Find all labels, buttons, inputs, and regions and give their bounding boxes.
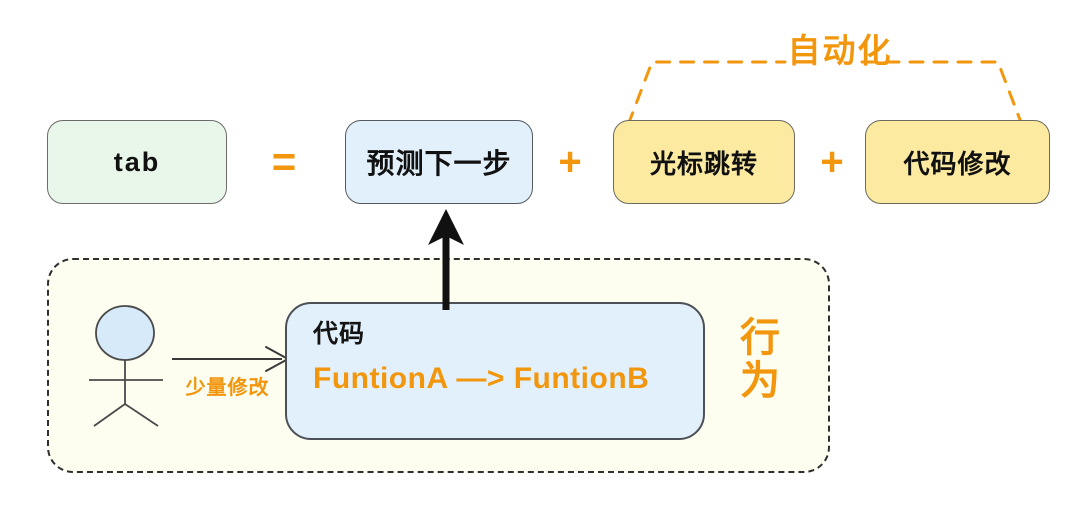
plus-operator-2: +: [820, 140, 844, 184]
behaviour-char-2: 为: [740, 359, 780, 403]
upward-arrow-icon: [428, 209, 464, 310]
automation-bracket-icon: [626, 60, 1024, 127]
modify-arrow-label: 少量修改: [185, 376, 270, 399]
box-predict-next-step[interactable]: 预测下一步: [345, 120, 533, 204]
box-cursor-jump[interactable]: 光标跳转: [613, 120, 795, 204]
equals-operator: =: [271, 138, 297, 185]
behaviour-vertical-label: 行 为: [735, 296, 785, 424]
code-card[interactable]: 代码 FuntionA —> FuntionB: [285, 302, 705, 440]
code-card-title: 代码: [313, 320, 366, 348]
plus-operator-1: +: [558, 140, 582, 184]
code-card-body: FuntionA —> FuntionB: [313, 362, 650, 395]
box-code-modify[interactable]: 代码修改: [865, 120, 1050, 204]
behaviour-char-1: 行: [740, 315, 780, 360]
user-actor-icon: [89, 305, 163, 427]
box-tab[interactable]: tab: [47, 120, 227, 204]
automation-label: 自动化: [787, 32, 893, 69]
